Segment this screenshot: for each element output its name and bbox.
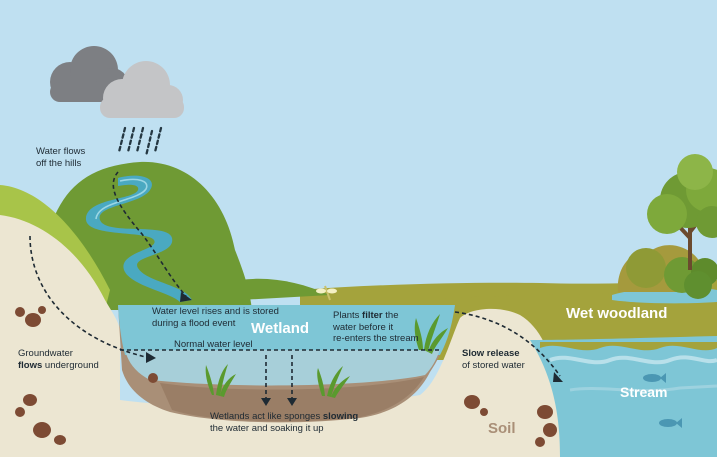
cloud-light-icon	[100, 61, 184, 118]
soil-title: Soil	[488, 420, 516, 437]
dragonfly-icon	[316, 285, 337, 301]
hill-river	[85, 175, 192, 302]
rocks	[15, 306, 557, 447]
woodland-trees	[617, 154, 717, 299]
sponges-label: Wetlands act like sponges slowing the wa…	[210, 411, 359, 434]
hills-flow-label: Water flows off the hills	[36, 146, 86, 169]
wetland-title: Wetland	[251, 320, 310, 337]
normal-level-label: Normal water level	[174, 339, 253, 350]
stream-title: Stream	[620, 384, 668, 400]
release-arrow	[454, 311, 561, 377]
rain-icon	[117, 126, 163, 158]
wet-woodland-title: Wet woodland	[566, 305, 668, 322]
hill-flow-arrow	[112, 171, 187, 297]
flood-water	[118, 305, 455, 355]
flow-arrows	[29, 171, 561, 400]
plants-label: Plants filter the water before it re-ent…	[333, 310, 419, 344]
groundwater-label: Groundwater flows underground	[18, 348, 99, 371]
normal-water	[125, 350, 440, 386]
flood-label: Water level rises and is stored during a…	[152, 306, 279, 329]
fish-icon	[643, 373, 682, 428]
reed-icon	[205, 314, 448, 398]
slow-release-label: Slow release of stored water	[462, 348, 525, 371]
